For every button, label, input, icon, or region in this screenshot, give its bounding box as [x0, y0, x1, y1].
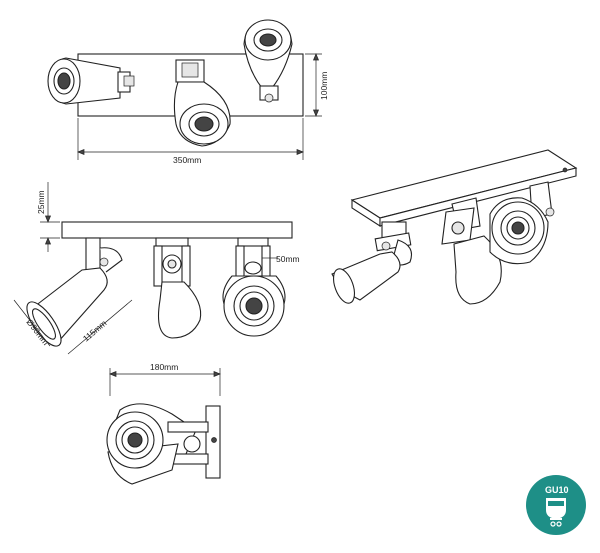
dim-spot-offset-label: 50mm: [276, 254, 300, 264]
dim-shade-length-label: 115mm: [81, 318, 109, 343]
iso-spot-middle: [441, 197, 502, 305]
iso-spot-right: [489, 181, 555, 265]
top-view-spot-middle: [173, 59, 231, 147]
top-view-spot-left: [47, 57, 135, 105]
front-view-spot-middle: [153, 237, 202, 339]
front-view-spot-left: [26, 237, 123, 347]
front-view-spot-right: [222, 237, 286, 337]
dim-plate-thickness-label: 25mm: [36, 190, 46, 214]
front-view-mounting-plate: [61, 221, 293, 239]
dim-depth-label: 180mm: [150, 362, 178, 372]
dim-height-label: 100mm: [319, 72, 329, 100]
side-view: 180mm: [106, 362, 221, 485]
badge-label: GU10: [545, 485, 569, 495]
isometric-view: [331, 149, 578, 305]
front-view: 25mm Ø90mm 115mm: [13, 182, 300, 355]
gu10-badge: GU10: [526, 475, 586, 535]
top-view: 350mm 100mm: [47, 19, 329, 165]
top-view-spot-right: [243, 19, 293, 103]
gu10-bulb-icon: [546, 498, 566, 527]
dim-width-label: 350mm: [173, 155, 201, 165]
iso-spot-left: [331, 221, 413, 304]
